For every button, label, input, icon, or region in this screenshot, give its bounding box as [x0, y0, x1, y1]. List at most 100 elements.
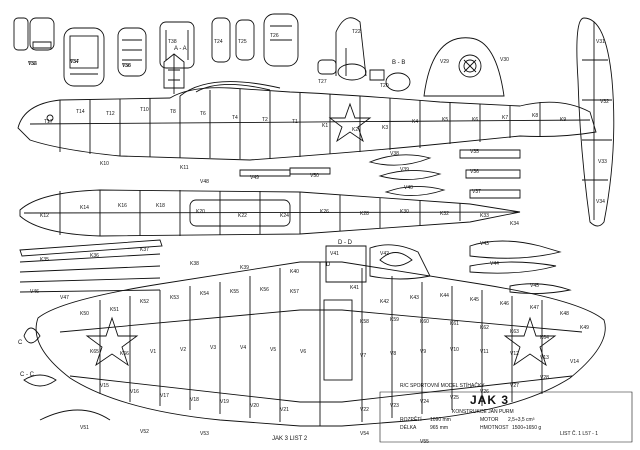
part-label: V57 — [70, 59, 79, 65]
part-label: V22 — [360, 407, 369, 413]
part-label: V46 — [30, 289, 39, 295]
part-label: V14 — [570, 359, 579, 365]
part-label: T38 — [168, 39, 177, 45]
part-label: V24 — [420, 399, 429, 405]
title-model: JAK 3 — [470, 393, 510, 407]
part-label: V54 — [360, 431, 369, 437]
part-label: V34 — [596, 199, 605, 205]
part-label: K54 — [200, 291, 209, 297]
part-label: K47 — [530, 305, 539, 311]
part-label: V12 — [510, 351, 519, 357]
part-label: V1 — [150, 349, 157, 355]
part-label: T34 — [70, 59, 79, 65]
part-label: V4 — [240, 345, 247, 351]
part-label: V45 — [530, 283, 539, 289]
part-label: K32 — [440, 211, 449, 217]
part-label: V47 — [60, 295, 69, 301]
part-label: V16 — [130, 389, 139, 395]
part-label: K65 — [90, 349, 99, 355]
section-label-cc: C - C — [20, 372, 34, 378]
fuselage-top-view — [19, 189, 521, 237]
part-label: K30 — [400, 209, 409, 215]
part-label: K20 — [196, 209, 205, 215]
part-label: V5 — [270, 347, 277, 353]
part-label: K64 — [540, 335, 549, 341]
part-label: V41 — [330, 251, 339, 257]
part-label: K50 — [80, 311, 89, 317]
part-label: K63 — [510, 329, 519, 335]
part-label: V44 — [490, 261, 499, 267]
title-length-label: DÉLKA — [400, 425, 417, 431]
part-label: K2 — [352, 127, 359, 133]
part-label: V53 — [200, 431, 209, 437]
part-label: V18 — [190, 397, 199, 403]
part-label: K51 — [110, 307, 119, 313]
part-label: K45 — [470, 297, 479, 303]
part-label: T4 — [232, 115, 238, 121]
part-label: K60 — [420, 319, 429, 325]
part-label: K43 — [410, 295, 419, 301]
part-label: K10 — [100, 161, 109, 167]
part-label: K38 — [190, 261, 199, 267]
part-label: K4 — [412, 119, 419, 125]
part-label: V50 — [310, 173, 319, 179]
part-label: V29 — [440, 59, 449, 65]
part-label: K40 — [290, 269, 299, 275]
part-label: K53 — [170, 295, 179, 301]
part-label: V33 — [598, 159, 607, 165]
part-label: V15 — [100, 383, 109, 389]
title-category: R/C SPORTOVNÍ MODEL STÍHAČKY — [400, 383, 485, 389]
part-label: V19 — [220, 399, 229, 405]
part-label: K44 — [440, 293, 449, 299]
part-label: V58 — [122, 63, 131, 69]
part-label: T20 — [380, 83, 389, 89]
part-label: K11 — [180, 165, 189, 171]
part-label: V21 — [280, 407, 289, 413]
part-label: V49 — [250, 175, 259, 181]
title-engine-value: 2,5÷3,5 cm³ — [508, 417, 535, 423]
part-label: K16 — [118, 203, 127, 209]
part-label: K57 — [290, 289, 299, 295]
part-label: K46 — [500, 301, 509, 307]
part-label: V31 — [596, 39, 605, 45]
section-label-bb: B - B — [392, 60, 406, 66]
part-label: K37 — [140, 247, 149, 253]
part-label: V30 — [500, 57, 509, 63]
part-label: V2 — [180, 347, 187, 353]
rudder-drawing — [423, 37, 505, 97]
part-label: K56 — [260, 287, 269, 293]
part-label: T6 — [200, 111, 206, 117]
part-label: V36 — [470, 169, 479, 175]
part-label: T17 — [44, 119, 53, 125]
part-label: K39 — [240, 265, 249, 271]
part-label: V48 — [200, 179, 209, 185]
wing-planform — [35, 261, 606, 427]
title-length-value: 965 mm — [430, 425, 449, 431]
part-label: K6 — [472, 117, 479, 123]
section-marker-d: D — [326, 262, 331, 268]
section-marker-c: C — [18, 340, 23, 346]
title-span-value: 1090 mm — [430, 417, 451, 423]
part-label: V6 — [300, 349, 307, 355]
part-label: K58 — [360, 319, 369, 325]
title-designer: KONSTRUKCE JAN PURM — [452, 409, 514, 415]
part-label: V39 — [400, 167, 409, 173]
part-label: T10 — [140, 107, 149, 113]
part-label: K1 — [322, 123, 329, 129]
part-label: T36 — [122, 63, 131, 69]
title-engine-label: MOTOR — [480, 417, 499, 423]
part-label: T25 — [238, 39, 247, 45]
part-label: K7 — [502, 115, 509, 121]
part-label: V38 — [390, 151, 399, 157]
part-label: T8 — [170, 109, 176, 115]
part-label: V26 — [480, 389, 489, 395]
part-label: K26 — [320, 209, 329, 215]
template-parts — [13, 13, 411, 94]
part-label: V8 — [390, 351, 397, 357]
part-label: V25 — [450, 395, 459, 401]
part-label: V11 — [480, 349, 489, 355]
part-label: K22 — [238, 213, 247, 219]
part-label: K18 — [156, 203, 165, 209]
section-label-dd: D - D — [338, 240, 352, 246]
